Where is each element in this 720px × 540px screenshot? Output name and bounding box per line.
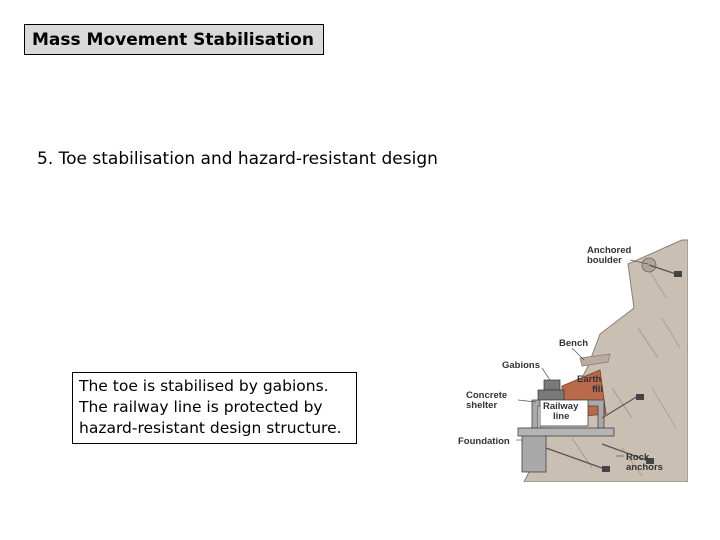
label-gabions: Gabions (502, 360, 540, 371)
label-anchored-boulder-1: Anchored (587, 245, 632, 256)
bench-ledge (579, 353, 611, 367)
caption-line-3: hazard-resistant design structure. (79, 419, 342, 437)
label-foundation: Foundation (458, 436, 510, 447)
anchor-plate-2 (602, 466, 610, 472)
gabion-block-2 (537, 389, 565, 401)
boulder-anchor (648, 264, 677, 275)
slide-title-box: Mass Movement Stabilisation (24, 24, 324, 55)
anchor-plate-1 (636, 394, 644, 400)
label-railway-line-2: line (553, 411, 569, 422)
label-railway-line-1: Railway (543, 401, 579, 412)
slope-stabilisation-diagram: Anchored boulder Bench Gabions Earth fil… (458, 239, 688, 482)
label-bench: Bench (559, 338, 588, 349)
caption-box: The toe is stabilised by gabions. The ra… (72, 372, 357, 444)
foundation-base (517, 427, 615, 437)
label-anchored-boulder-2: boulder (587, 255, 622, 266)
label-concrete-shelter-1: Concrete (466, 390, 507, 401)
label-earth-fill-1: Earth (577, 374, 601, 385)
leader-lines (516, 259, 649, 457)
caption-line-2: The railway line is protected by (79, 398, 323, 416)
label-rock-anchors-1: Rock (626, 452, 650, 463)
rock-anchors (545, 395, 647, 469)
boulder-anchor-plate (674, 271, 682, 277)
label-concrete-shelter-2: shelter (466, 400, 497, 411)
gabion-block-1 (543, 379, 561, 391)
caption-line-1: The toe is stabilised by gabions. (79, 377, 329, 395)
slide-subtitle: 5. Toe stabilisation and hazard-resistan… (37, 149, 438, 169)
label-rock-anchors-2: anchors (626, 462, 663, 473)
rock-texture (571, 267, 681, 477)
slide-title: Mass Movement Stabilisation (32, 29, 314, 50)
railway-line-box (539, 399, 589, 427)
label-earth-fill-2: fill (592, 384, 603, 395)
anchor-plate-3 (646, 458, 654, 464)
